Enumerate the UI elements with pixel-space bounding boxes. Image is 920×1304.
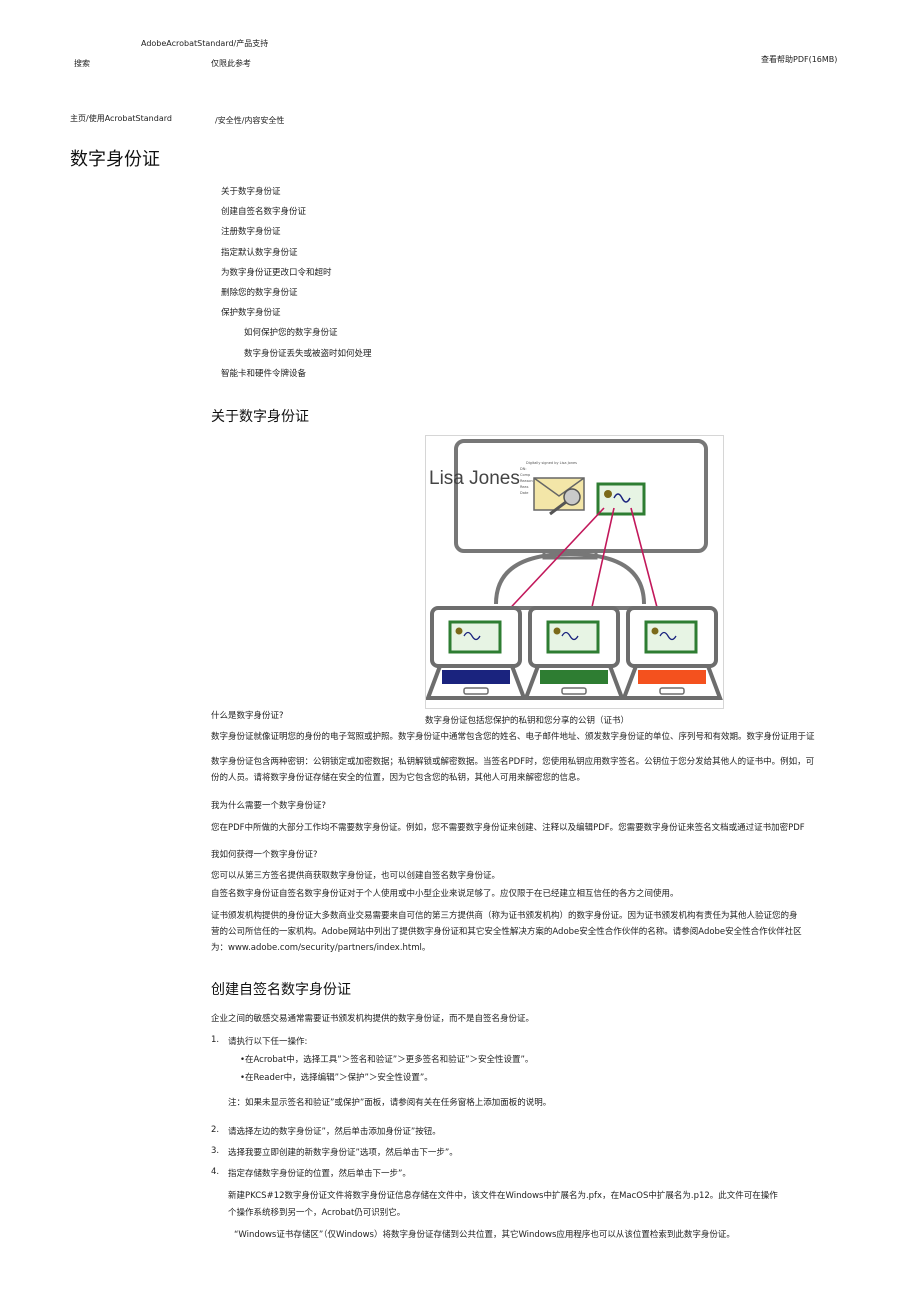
- toc-link-delete[interactable]: 删除您的数字身份证: [221, 288, 298, 298]
- signature-fields: Digitally signed by Lisa Jones DN: Comp …: [520, 461, 577, 495]
- step-2-number: 2.: [211, 1125, 220, 1135]
- help-pdf-link[interactable]: 查看帮助PDF(16MB): [761, 55, 838, 64]
- laptop-icon-green: [523, 606, 625, 700]
- name-label: Lisa Jones: [429, 468, 520, 489]
- svg-text:DN:: DN:: [520, 467, 527, 471]
- figure-caption: 数字身份证包括您保护的私钥和您分享的公钥（证书）: [425, 716, 630, 726]
- key-icon: [549, 488, 581, 516]
- step-4-pkcs-line2: 个操作系统移到另一个，Acrobat仍可识别它。: [228, 1208, 406, 1218]
- step-1-text: 请执行以下任一操作:: [228, 1037, 308, 1047]
- paragraph-create-intro: 企业之间的敏感交易通常需要证书颁发机构提供的数字身份证，而不是自签名身份证。: [211, 1014, 535, 1024]
- monitor-icon: [454, 439, 708, 610]
- certificate-icon: [596, 482, 646, 516]
- step-3-text: 选择我要立即创建的新数字身份证”选项，然后单击下一步”。: [228, 1148, 458, 1158]
- toc-link-about[interactable]: 关于数字身份证: [221, 187, 281, 197]
- product-support-title: AdobeAcrobatStandard/产品支持: [141, 39, 269, 48]
- svg-text:Comp: Comp: [520, 473, 531, 477]
- toc-link-create-self-signed[interactable]: 创建自签名数字身份证: [221, 207, 307, 217]
- breadcrumb-home-link[interactable]: 主页/使用AcrobatStandard: [70, 114, 172, 123]
- question-what-is: 什么是数字身份证?: [211, 711, 284, 721]
- step-2-text: 请选择左边的数字身份证”，然后单击添加身份证”按钮。: [228, 1127, 441, 1137]
- paragraph-ca-line1: 证书颁发机构提供的身份证大多数商业交易需要来自可信的第三方提供商（称为证书颁发机…: [211, 911, 798, 921]
- paragraph-ca-line2: 营的公司所信任的一家机构。Adobe网站中列出了提供数字身份证和其它安全性解决方…: [211, 927, 802, 937]
- question-how-get: 我如何获得一个数字身份证?: [211, 850, 318, 860]
- paragraph-why-need: 您在PDF中所做的大部分工作均不需要数字身份证。例如，您不需要数字身份证来创建、…: [211, 823, 805, 833]
- svg-text:Lisa Jones: Lisa Jones: [429, 468, 520, 489]
- toc-link-smart-cards[interactable]: 智能卡和硬件令牌设备: [221, 369, 307, 379]
- step-4-pkcs-line1: 新建PKCS#12数字身份证文件将数字身份证信息存储在文件中，该文件在Windo…: [228, 1191, 778, 1201]
- page-title: 数字身份证: [70, 149, 160, 170]
- laptop-icon-blue: [425, 606, 527, 700]
- step-3-number: 3.: [211, 1146, 220, 1156]
- paragraph-keys-line2: 份的人员。请将数字身份证存储在安全的位置，因为它包含您的私钥，其他人可用来解密您…: [211, 773, 586, 783]
- search-link[interactable]: 搜索: [74, 59, 90, 68]
- step-1-number: 1.: [211, 1035, 220, 1045]
- digital-id-diagram: Lisa Jones Digitally signed by Lisa Jone…: [425, 439, 723, 700]
- section-heading-about: 关于数字身份证: [211, 409, 309, 425]
- step-4-number: 4.: [211, 1167, 220, 1177]
- step-1-sub-acrobat: •在Acrobat中，选择工具”＞签名和验证”＞更多签名和验证”＞安全性设置”。: [240, 1055, 534, 1065]
- note-panel: 注：如果未显示签名和验证”或保护”面板，请参阅有关在任务窗格上添加面板的说明。: [228, 1098, 552, 1108]
- reference-only-label: 仅限此参考: [211, 59, 251, 68]
- toc-link-lost-stolen[interactable]: 数字身份证丢失或被盗时如何处理: [244, 349, 372, 359]
- step-4-windows-store: “Windows证书存储区”（仅Windows）将数字身份证存储到公共位置，其它…: [234, 1230, 735, 1240]
- paragraph-what-is: 数字身份证就像证明您的身份的电子驾照或护照。数字身份证中通常包含您的姓名、电子邮…: [211, 732, 815, 742]
- section-heading-create: 创建自签名数字身份证: [211, 982, 351, 998]
- toc-link-change-password[interactable]: 为数字身份证更改口令和超时: [221, 268, 332, 278]
- paragraph-self-signed: 自签名数字身份证自签名数字身份证对于个人使用或中小型企业来说足够了。应仅限于在已…: [211, 889, 679, 899]
- svg-text:Reason: Reason: [520, 479, 533, 483]
- laptop-icon-red: [621, 606, 723, 700]
- paragraph-keys-line1: 数字身份证包含两种密钥：公钥锁定或加密数据；私钥解锁或解密数据。当签名PDF时，…: [211, 757, 815, 767]
- question-why-need: 我为什么需要一个数字身份证?: [211, 801, 327, 811]
- svg-text:Digitally signed by Lisa Jones: Digitally signed by Lisa Jones: [526, 461, 577, 465]
- step-4-text: 指定存储数字身份证的位置，然后单击下一步”。: [228, 1169, 411, 1179]
- toc-link-protect[interactable]: 保护数字身份证: [221, 308, 281, 318]
- step-1-sub-reader: •在Reader中，选择编辑”＞保护”＞安全性设置”。: [240, 1073, 433, 1083]
- toc-link-default[interactable]: 指定默认数字身份证: [221, 248, 298, 258]
- svg-text:Date: Date: [520, 491, 528, 495]
- digital-id-illustration: Lisa Jones Digitally signed by Lisa Jone…: [425, 435, 724, 709]
- toc-link-register[interactable]: 注册数字身份证: [221, 227, 281, 237]
- paragraph-how-get: 您可以从第三方签名提供商获取数字身份证，也可以创建自签名数字身份证。: [211, 871, 501, 881]
- svg-text:Reas: Reas: [520, 485, 529, 489]
- breadcrumb-security-link[interactable]: /安全性/内容安全性: [215, 116, 285, 125]
- paragraph-ca-line3: 为：www.adobe.com/security/partners/index.…: [211, 943, 431, 953]
- toc-link-how-to-protect[interactable]: 如何保护您的数字身份证: [244, 328, 338, 338]
